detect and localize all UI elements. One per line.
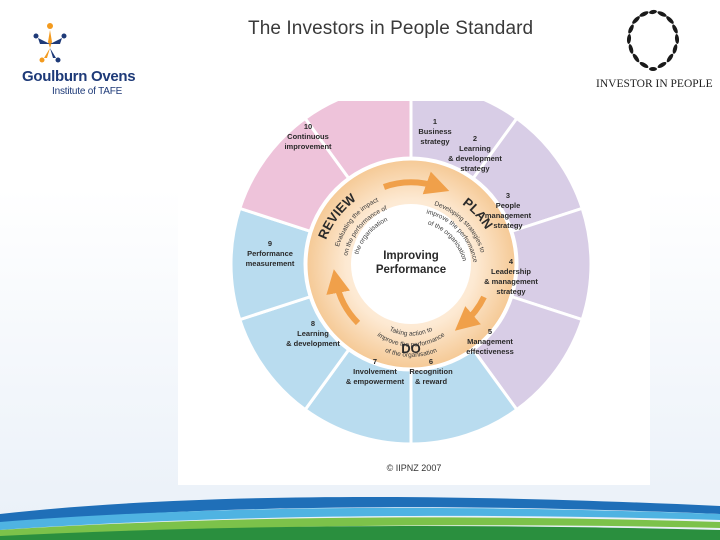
segment-label-line: measurement — [246, 259, 295, 268]
segment-label-line: Involvement — [353, 367, 397, 376]
segment-number: 9 — [268, 239, 272, 248]
diagram-panel: Improving Performance PLAN REVIEW DO Dev… — [178, 82, 650, 485]
segment-label-line: strategy — [460, 164, 490, 173]
segment-number: 3 — [506, 191, 510, 200]
segment-label-line: strategy — [496, 287, 526, 296]
segment-number: 10 — [304, 122, 312, 131]
institute-subtitle: Institute of TAFE — [52, 86, 123, 97]
segment-label-line: & development — [448, 154, 502, 163]
review-arrow — [326, 269, 361, 326]
segment-number: 6 — [429, 357, 433, 366]
segment-label-line: strategy — [493, 221, 523, 230]
segment-label-line: & empowerment — [346, 377, 405, 386]
segment-label-line: strategy — [420, 137, 450, 146]
segment-label-line: effectiveness — [466, 347, 514, 356]
laurel-wreath-icon — [626, 9, 680, 71]
segment-number: 7 — [373, 357, 377, 366]
segment-label-line: Business — [418, 127, 451, 136]
segment-label-line: Learning — [297, 329, 329, 338]
segment-label-line: Leadership — [491, 267, 531, 276]
segment-number: 2 — [473, 134, 477, 143]
iip-cycle-diagram: Improving Performance PLAN REVIEW DO Dev… — [229, 82, 593, 446]
copyright-notice: © IIPNZ 2007 — [386, 463, 442, 473]
segment-label-line: Learning — [459, 144, 491, 153]
segment-label-line: & management — [484, 277, 538, 286]
do-phase-label: DO — [401, 341, 421, 356]
segment-label-line: & development — [286, 339, 340, 348]
page-title: The Investors in People Standard — [248, 18, 534, 39]
segment-label-line: Recognition — [409, 367, 453, 376]
segment-label-line: Continuous — [287, 132, 329, 141]
center-label-line2: Performance — [376, 264, 446, 276]
investor-in-people-logo: INVESTOR IN PEOPLE — [590, 4, 714, 98]
segment-number: 5 — [488, 327, 492, 336]
segment-label-line: Performance — [247, 249, 293, 258]
goulburn-ovens-logo: Goulburn Ovens Institute of TAFE — [22, 22, 137, 100]
segment-label-line: management — [485, 211, 532, 220]
do-note-line: Taking action to — [388, 326, 434, 338]
segment-label-line: People — [496, 201, 521, 210]
center-circle — [351, 204, 471, 324]
center-label-line1: Improving — [383, 250, 439, 262]
plan-arrow — [382, 171, 450, 195]
segment-label-line: improvement — [284, 142, 332, 151]
do-arrow — [454, 295, 487, 331]
institute-name: Goulburn Ovens — [22, 68, 136, 85]
segment-number: 1 — [433, 117, 437, 126]
standard-name: INVESTOR IN PEOPLE — [596, 78, 713, 90]
segment-number: 8 — [311, 319, 315, 328]
segment-number: 4 — [509, 257, 514, 266]
footer-swoosh — [0, 496, 720, 540]
star-figure-icon — [33, 23, 67, 63]
segment-label-line: & reward — [415, 377, 448, 386]
segment-label-line: Management — [467, 337, 513, 346]
